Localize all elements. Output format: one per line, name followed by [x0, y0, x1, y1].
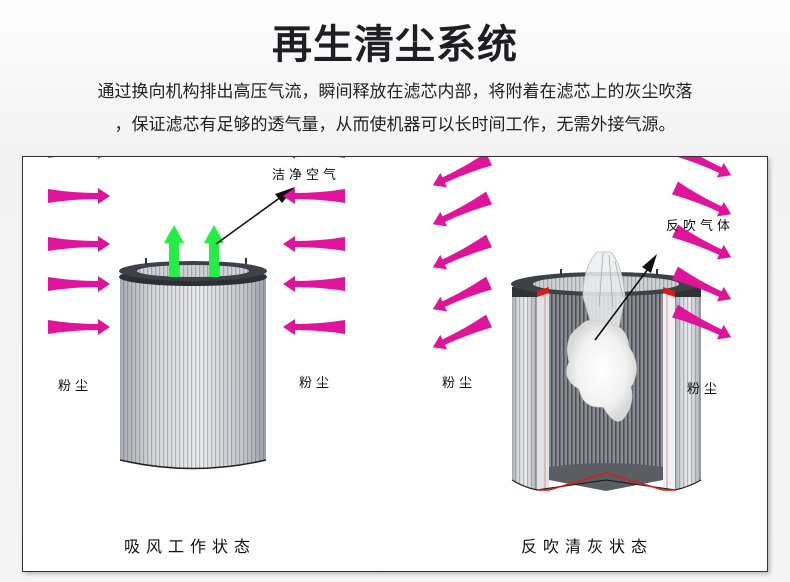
right-panel-caption: 反吹清灰状态 — [521, 537, 654, 556]
diagram-frame: 洁净空气 粉尘 粉尘 吸风工作状态 反吹气体 粉尘 粉尘 反吹清灰状态 — [22, 156, 768, 572]
reverse-air-label: 反吹气体 — [666, 219, 735, 234]
right-filter-cartridge-cutaway — [511, 269, 702, 491]
dust-outflow-arrow — [672, 181, 732, 217]
reverse-air-pointer-arrow — [594, 254, 657, 341]
dust-inflow-arrow — [48, 319, 110, 335]
dust-outflow-arrow — [432, 191, 492, 227]
dust-inflow-arrow — [48, 276, 110, 292]
dust-label-right-panel-left: 粉尘 — [442, 376, 477, 391]
dust-outflow-arrow — [672, 304, 732, 340]
dust-inflow-arrow — [48, 236, 110, 252]
dust-outflow-arrow — [672, 266, 732, 302]
left-panel-caption: 吸风工作状态 — [124, 537, 257, 556]
dust-inflow-arrow — [283, 276, 345, 292]
clean-air-pointer-arrow — [215, 187, 295, 245]
dust-outflow-arrow — [672, 224, 732, 260]
dust-outflow-arrow — [432, 276, 492, 312]
clean-air-arrow — [204, 225, 224, 277]
dust-inflow-arrow — [48, 188, 110, 204]
dust-label-left-panel-right: 粉尘 — [299, 376, 334, 391]
diagram-canvas — [48, 157, 732, 491]
description-line-2: ，保证滤芯有足够的透气量，从而使机器可以长时间工作，无需外接气源。 — [114, 115, 676, 135]
clean-air-label: 洁净空气 — [272, 168, 341, 183]
description-line-1: 通过换向机构排出高压气流，瞬间释放在滤芯内部，将附着在滤芯上的灰尘吹落 — [97, 82, 693, 102]
dust-outflow-arrow — [432, 234, 492, 270]
page-title: 再生清尘系统 — [272, 22, 518, 68]
dust-label-left-panel-left: 粉尘 — [58, 379, 93, 394]
dust-label-right-panel-right: 粉尘 — [687, 382, 722, 397]
dust-inflow-arrow — [283, 236, 345, 252]
dust-outflow-arrow — [432, 157, 492, 188]
dust-outflow-arrow — [432, 314, 492, 350]
dust-inflow-arrow — [292, 157, 345, 159]
reverse-air-plume — [566, 251, 637, 422]
dust-inflow-arrow — [283, 188, 345, 204]
dust-inflow-arrow — [48, 157, 101, 159]
clean-air-arrow — [164, 225, 184, 277]
dust-outflow-arrow — [672, 157, 732, 178]
left-filter-cartridge — [119, 258, 267, 470]
dust-inflow-arrow — [283, 319, 345, 335]
